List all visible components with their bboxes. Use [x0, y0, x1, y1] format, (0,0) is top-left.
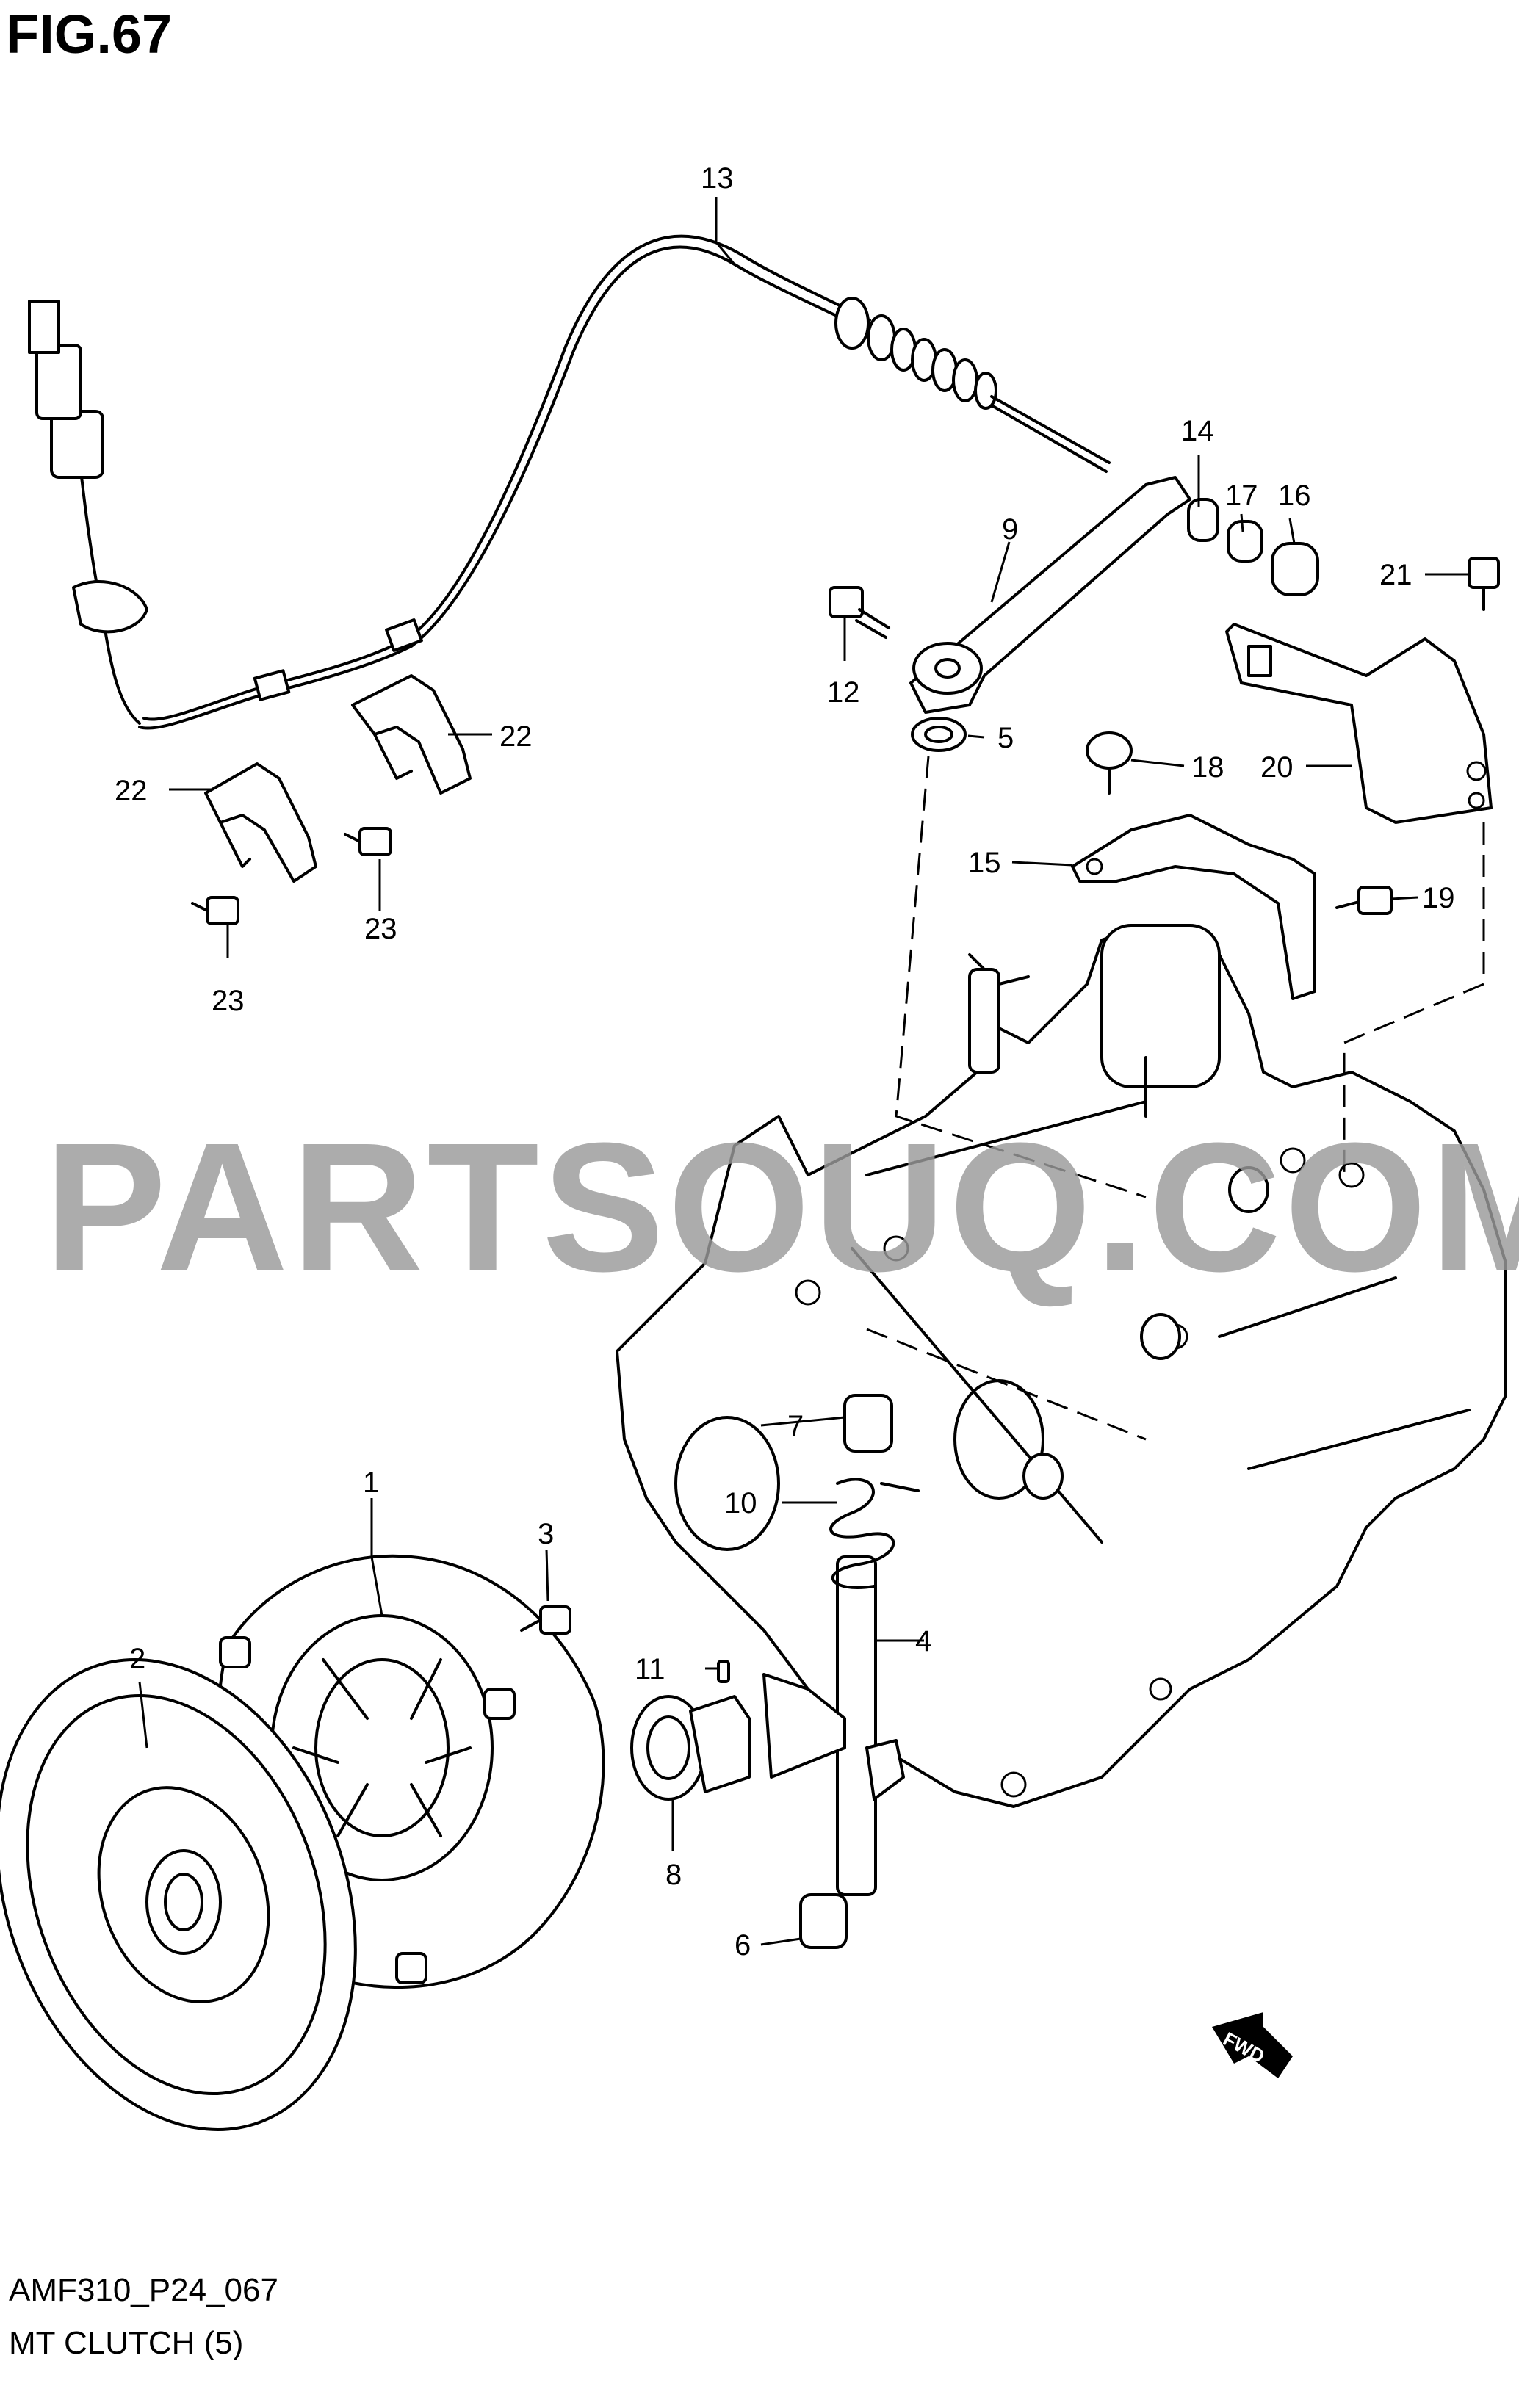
bush-6[interactable] [799, 1893, 848, 1949]
callout-2: 2 [129, 1643, 145, 1675]
callout-6: 6 [735, 1929, 751, 1962]
transmission-case [616, 924, 1507, 1808]
release-bearing[interactable] [630, 1695, 751, 1801]
pin-11[interactable] [717, 1660, 730, 1683]
figure-name: MT CLUTCH (5) [9, 2325, 244, 2361]
callout-7: 7 [787, 1410, 804, 1442]
cable-joint-cushion[interactable] [1227, 520, 1263, 563]
callout-14: 14 [1181, 415, 1214, 447]
cable-joint-bush[interactable] [1271, 542, 1319, 596]
callout-9: 9 [1002, 513, 1018, 546]
callout-23-right: 23 [364, 913, 397, 945]
callout-11: 11 [635, 1653, 665, 1685]
callout-1: 1 [363, 1467, 379, 1499]
figure-code: AMF310_P24_067 [9, 2272, 278, 2308]
callout-16: 16 [1278, 480, 1311, 512]
callout-13: 13 [701, 162, 734, 195]
callout-4: 4 [915, 1625, 931, 1657]
callout-17: 17 [1225, 480, 1258, 512]
callout-8: 8 [665, 1859, 682, 1891]
bracket-15[interactable] [1071, 814, 1316, 1000]
bolt-19[interactable] [1335, 886, 1393, 915]
callout-numbers: 1 2 3 4 5 6 7 8 9 10 11 12 13 14 15 16 1… [115, 162, 1455, 1962]
callout-23-left: 23 [212, 985, 245, 1017]
lever-bolt[interactable] [829, 586, 890, 639]
figure-title: FIG.67 [6, 4, 173, 65]
cable-bracket-20[interactable] [1225, 623, 1493, 824]
fwd-arrow-icon: FWD [1212, 2012, 1293, 2078]
cable-joint-pin[interactable] [1187, 498, 1219, 542]
callout-19: 19 [1422, 882, 1455, 914]
callout-5: 5 [997, 722, 1014, 754]
assembly-leader-lines [866, 756, 1485, 1441]
release-shaft[interactable] [762, 1555, 905, 1896]
callout-22-right: 22 [499, 720, 533, 753]
callout-20: 20 [1260, 751, 1294, 784]
callout-10: 10 [724, 1487, 757, 1519]
bush-7[interactable] [843, 1394, 893, 1453]
clamp-18[interactable] [1086, 731, 1133, 795]
bracket-bolt-right[interactable] [344, 827, 392, 856]
callout-12: 12 [827, 676, 860, 709]
watermark: PARTSOUQ.COM [44, 1104, 1519, 1309]
return-spring-10[interactable] [829, 1478, 920, 1589]
release-lever[interactable] [909, 476, 1191, 714]
callout-22-left: 22 [115, 775, 148, 807]
clutch-cable[interactable] [28, 234, 1111, 730]
callout-leaders [138, 197, 1469, 1946]
callout-15: 15 [968, 847, 1001, 879]
clutch-disc[interactable] [0, 1609, 418, 2180]
lever-seal[interactable] [911, 717, 967, 752]
callout-3: 3 [538, 1518, 554, 1550]
callout-21: 21 [1379, 559, 1412, 591]
bracket-bolt-21[interactable] [1468, 557, 1500, 611]
cover-bolt-3[interactable] [520, 1605, 571, 1635]
cable-bracket-left[interactable] [204, 762, 317, 883]
callout-18: 18 [1191, 751, 1224, 784]
bracket-bolt-left[interactable] [191, 896, 239, 925]
cable-bracket-right[interactable] [351, 674, 472, 795]
